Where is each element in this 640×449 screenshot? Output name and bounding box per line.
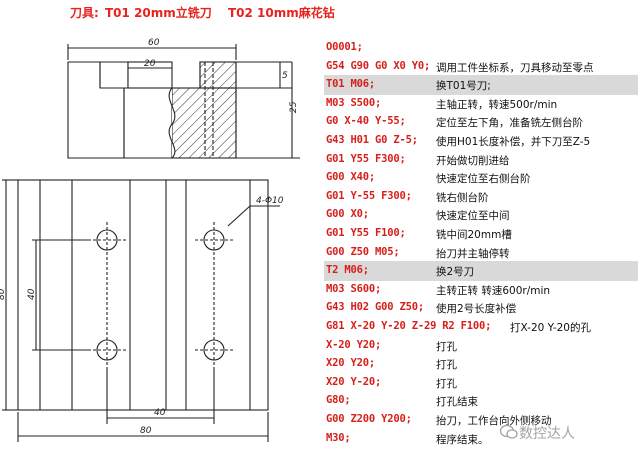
g-code-comment: 打孔 bbox=[436, 377, 457, 390]
program-line: G00 Z50 M05; 抬刀并主轴停转 bbox=[324, 243, 638, 263]
g-code: G01 Y-55 F300; bbox=[326, 189, 412, 202]
program-line: G00 X0; 快速定位至中间 bbox=[324, 205, 638, 225]
program-line: G0 X-40 Y-55; 定位至左下角，准备铣左侧台阶 bbox=[324, 112, 638, 132]
program-line: G01 Y55 F300; 开始做切削进给 bbox=[324, 150, 638, 170]
g-code: X-20 Y20; bbox=[326, 338, 382, 351]
g-code-comment: 铣右侧台阶 bbox=[436, 191, 489, 204]
wechat-icon bbox=[499, 424, 518, 439]
dim-overall-width: 80 bbox=[140, 426, 152, 436]
program-line: X-20 Y20; 打孔 bbox=[324, 336, 638, 356]
tool-1: T01 20mm立铣刀 bbox=[105, 6, 212, 20]
section-hatch bbox=[171, 87, 237, 159]
g-code-comment: 打孔 bbox=[436, 340, 457, 353]
dim-hole-spacing-y: 40 bbox=[27, 288, 37, 300]
g-code-comment: 打孔结束 bbox=[436, 396, 478, 409]
g-code: X20 Y-20; bbox=[326, 375, 382, 388]
part-drawing: 60 20 5 25 4-Φ10 80 40 40 80 bbox=[0, 38, 300, 442]
dim-step: 5 bbox=[282, 71, 288, 81]
program-line: G00 X40; 快速定位至右侧台阶 bbox=[324, 168, 638, 188]
tool-2: T02 10mm麻花钻 bbox=[227, 6, 335, 20]
g-code: G00 X0; bbox=[326, 208, 369, 221]
g-code: G01 Y55 F300; bbox=[326, 152, 406, 165]
g-code-comment: 定位至左下角，准备铣左侧台阶 bbox=[436, 117, 583, 130]
g-code: M30; bbox=[326, 431, 351, 444]
g-code: T01 M06; bbox=[326, 78, 375, 91]
program-line: G01 Y-55 F300; 铣右侧台阶 bbox=[324, 187, 638, 207]
program-line: T01 M06; 换T01号刀; bbox=[324, 75, 638, 96]
g-code-comment: 抬刀并主轴停转 bbox=[436, 247, 510, 260]
watermark: 数控达人 bbox=[519, 426, 575, 442]
dim-hole-note: 4-Φ10 bbox=[256, 196, 284, 206]
g-code: G01 Y55 F100; bbox=[326, 227, 406, 239]
g-code-comment: 使用H01长度补偿，并下刀至Z-5 bbox=[436, 136, 591, 148]
g-code: G80; bbox=[326, 394, 351, 407]
g-code: G54 G90 G0 X0 Y0; bbox=[326, 59, 431, 72]
program-line: G54 G90 G0 X0 Y0; 调用工件坐标系，刀具移动至零点 bbox=[324, 57, 638, 77]
program-line: G43 H02 G00 Z50; 使用2号长度补偿 bbox=[324, 298, 638, 318]
g-code-comment: 打X-20 Y-20的孔 bbox=[510, 322, 591, 334]
tool-header: 刀具: T01 20mm立铣刀 T02 10mm麻花钻 bbox=[70, 4, 337, 21]
g-code: M03 S600; bbox=[326, 282, 382, 295]
g-code: X20 Y20; bbox=[326, 357, 375, 370]
program-line: M03 S500; 主轴正转，转速500r/min bbox=[324, 94, 638, 114]
program-line: G81 X-20 Y-20 Z-29 R2 F100; 打X-20 Y-20的孔 bbox=[324, 317, 638, 337]
g-code-comment: 换2号刀 bbox=[436, 266, 475, 279]
g-code-comment: 使用2号长度补偿 bbox=[436, 303, 517, 316]
g-code: M03 S500; bbox=[326, 96, 382, 109]
g-code-comment: 换T01号刀; bbox=[436, 80, 491, 93]
tool-header-label: 刀具: bbox=[70, 6, 99, 20]
dim-hole-spacing-x: 40 bbox=[154, 408, 166, 418]
dim-height: 25 bbox=[289, 101, 299, 113]
program-line: X20 Y-20; 打孔 bbox=[324, 373, 638, 393]
g-code-comment: 快速定位至右侧台阶 bbox=[436, 173, 531, 186]
g-code-comment: 打孔 bbox=[436, 359, 457, 372]
g-code-comment: 铣中间20mm槽 bbox=[436, 229, 512, 241]
program-line: M30; 程序结束。 bbox=[324, 429, 638, 449]
g-code: G0 X-40 Y-55; bbox=[326, 115, 406, 128]
program-line: G43 H01 G0 Z-5; 使用H01长度补偿，并下刀至Z-5 bbox=[324, 131, 638, 151]
program-line: G01 Y55 F100; 铣中间20mm槽 bbox=[324, 224, 638, 244]
g-code: T2 M06; bbox=[326, 264, 369, 277]
g-code-comment: 开始做切削进给 bbox=[436, 154, 510, 167]
program-line: T2 M06; 换2号刀 bbox=[324, 261, 638, 282]
program-line: G00 Z200 Y200; 抬刀，工作台向外侧移动 bbox=[324, 410, 638, 430]
g-code: G43 H01 G0 Z-5; bbox=[326, 134, 418, 146]
g-code: O0001; bbox=[326, 41, 363, 53]
top-view-outline bbox=[17, 179, 269, 411]
g-code: G81 X-20 Y-20 Z-29 R2 F100; bbox=[326, 320, 492, 332]
g-code: G43 H02 G00 Z50; bbox=[326, 301, 424, 314]
g-code-comment: 调用工件坐标系，刀具移动至零点 bbox=[436, 61, 594, 74]
g-code-comment: 快速定位至中间 bbox=[436, 210, 510, 223]
program-line: X20 Y20; 打孔 bbox=[324, 354, 638, 374]
dim-slot-width: 20 bbox=[144, 59, 156, 69]
program-line: O0001; bbox=[324, 38, 638, 58]
program-line: M03 S600; 主转正转 转速600r/min bbox=[324, 280, 638, 300]
dim-overall-height: 80 bbox=[0, 288, 7, 300]
g-code: G00 Z200 Y200; bbox=[326, 413, 412, 425]
g-code-comment: 主轴正转，转速500r/min bbox=[436, 98, 558, 111]
g-code: G00 Z50 M05; bbox=[326, 245, 400, 258]
dim-top-width: 60 bbox=[148, 38, 160, 48]
g-code: G00 X40; bbox=[326, 171, 375, 184]
program-line: G80; 打孔结束 bbox=[324, 391, 638, 411]
g-code-comment: 抬刀，工作台向外侧移动 bbox=[436, 415, 552, 427]
g-code-comment: 主转正转 转速600r/min bbox=[436, 284, 551, 297]
front-view-outline bbox=[67, 61, 125, 159]
g-code-comment: 程序结束。 bbox=[436, 433, 489, 446]
